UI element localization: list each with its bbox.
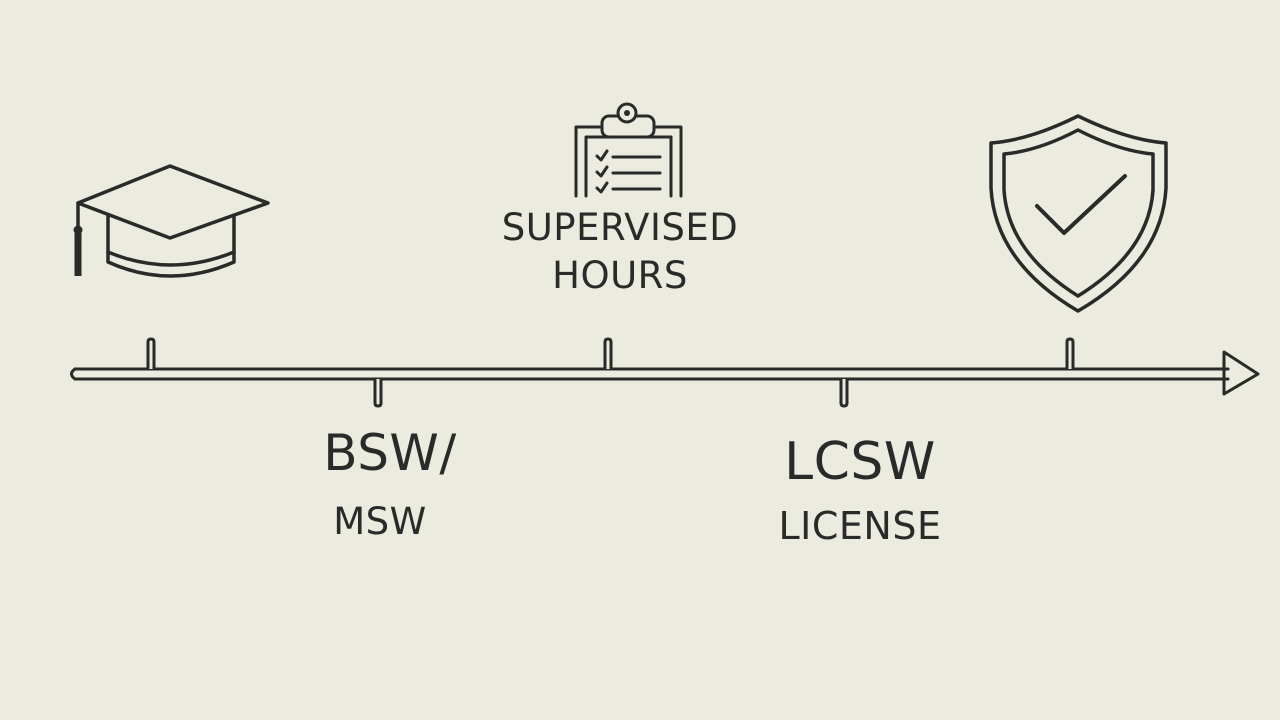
lcsw-license-label-line1: LCSW [784,432,936,492]
tick-education [146,337,156,369]
upper-ticks [146,337,1075,369]
clipboard-checklist-icon [574,102,683,198]
tick-bsw-msw [373,379,383,408]
lower-ticks [373,379,849,408]
bsw-msw-label-line2: MSW [333,500,427,543]
graduation-cap-icon [73,164,270,278]
timeline-arrow [70,350,1260,396]
shield-check-icon [989,114,1168,313]
lcsw-license-label-line2: LICENSE [778,504,942,548]
tick-supervised-hours [603,337,613,369]
supervised-hours-label-line1: SUPERVISED [501,206,739,249]
supervised-hours-label-line2: HOURS [552,254,688,297]
bsw-msw-label-line1: BSW/ [323,424,457,482]
tick-licensed [1065,337,1075,369]
tick-lcsw-license [839,379,849,408]
